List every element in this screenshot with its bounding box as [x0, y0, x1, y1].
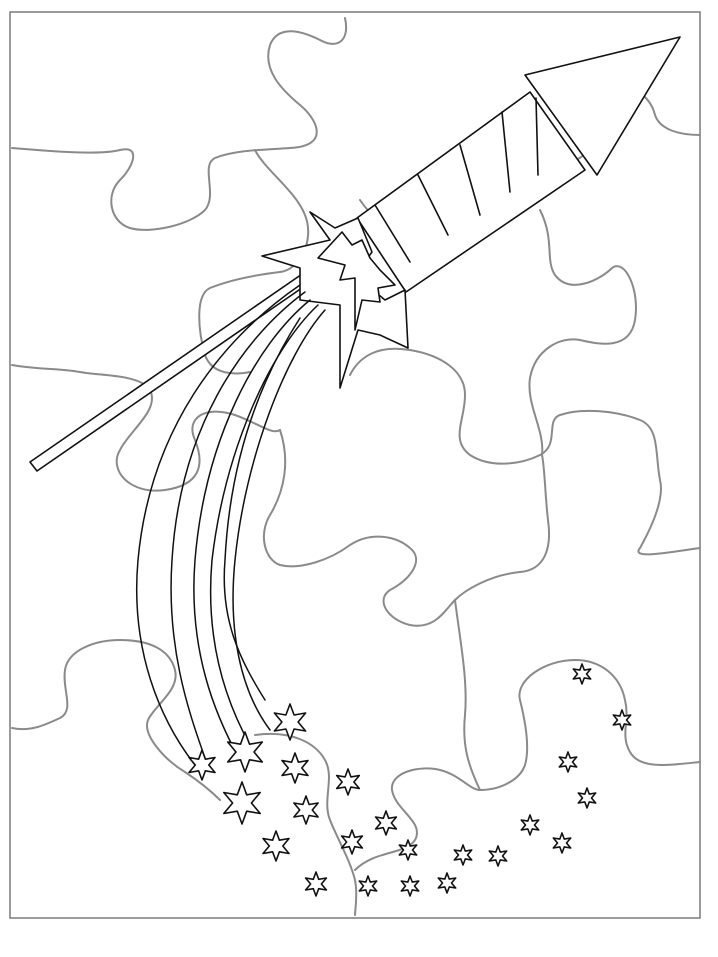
- spark-burst-inner: [317, 231, 396, 331]
- star-11: [398, 839, 418, 861]
- star-13: [358, 875, 378, 897]
- rocket-stripes: [374, 97, 539, 263]
- star-21: [558, 751, 578, 773]
- spark-trail-5: [232, 309, 326, 731]
- star-8: [262, 830, 290, 862]
- star-17: [488, 845, 508, 867]
- star-1: [273, 703, 307, 741]
- star-19: [552, 832, 572, 854]
- star-9: [340, 829, 364, 855]
- puzzle-edge-left-lower: [11, 639, 221, 801]
- puzzle-edge-center-lower: [262, 429, 550, 627]
- rocket-nose-cone: [524, 36, 681, 176]
- puzzle-edge-center: [349, 347, 701, 556]
- star-18: [520, 814, 540, 836]
- star-7: [293, 795, 319, 825]
- star-2: [226, 731, 264, 773]
- puzzle-edge-right-upper: [528, 209, 637, 456]
- star-23: [572, 663, 592, 685]
- spark-trails: [135, 284, 326, 766]
- spark-trail-3: [193, 299, 311, 761]
- firework-rocket: [29, 36, 681, 472]
- puzzle-grid: [11, 17, 701, 916]
- spark-trail-6: [223, 317, 301, 701]
- star-14: [400, 875, 420, 897]
- puzzle-edge-mid-left: [11, 364, 281, 492]
- star-22: [612, 709, 632, 731]
- puzzle-edge-bottom-center: [254, 732, 358, 916]
- star-15: [437, 872, 457, 894]
- puzzle-edge-top: [11, 17, 348, 231]
- star-16: [453, 844, 473, 866]
- star-10: [374, 810, 398, 836]
- border-frame: [9, 11, 701, 919]
- spark-burst: [261, 211, 409, 389]
- star-12: [304, 871, 328, 897]
- star-3: [188, 749, 216, 781]
- puzzle-edge-center-vertical: [454, 599, 481, 791]
- star-6: [223, 781, 262, 825]
- star-20: [577, 787, 597, 809]
- rocket-body: [356, 91, 586, 293]
- star-5: [335, 768, 361, 796]
- spark-trail-2: [170, 291, 306, 759]
- spark-trail-1: [135, 284, 301, 766]
- star-4: [281, 752, 309, 784]
- stars: [188, 663, 632, 897]
